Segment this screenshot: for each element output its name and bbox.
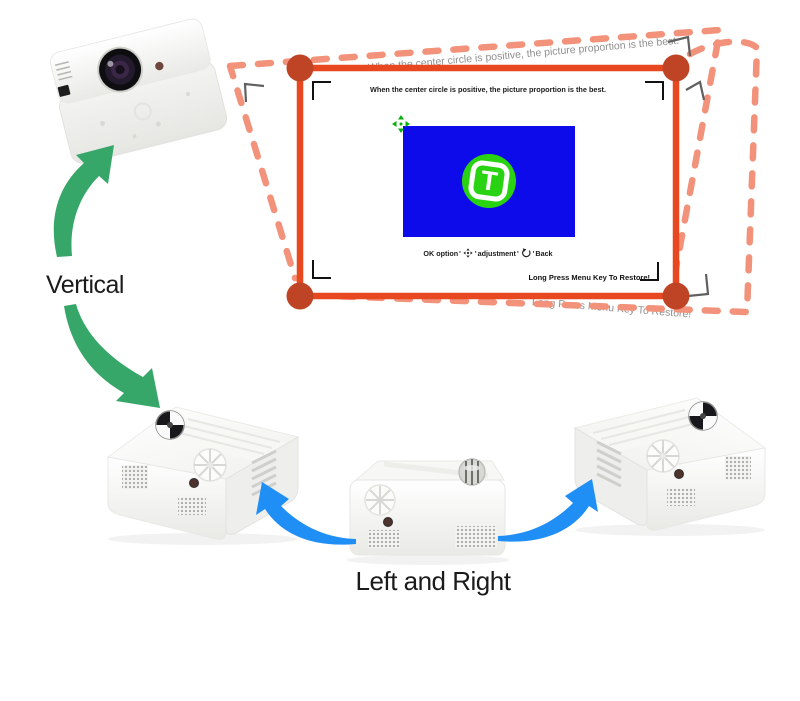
projector-bottom-left	[106, 405, 300, 547]
projector-lens	[97, 46, 144, 93]
ghost-frame-b	[302, 38, 761, 316]
blue-arrow-left	[256, 482, 356, 545]
projector-bottom-right	[573, 396, 767, 538]
ok-line-middle: adjustment	[477, 248, 516, 258]
back-rotate-icon	[521, 248, 531, 258]
keystone-corner-dots	[286, 54, 690, 310]
dpad-adjust-icon	[463, 248, 473, 258]
brand-logo-letter: T	[478, 165, 500, 198]
projector-bottom-center	[346, 458, 510, 565]
move-cross-icon	[392, 115, 410, 133]
ir-sensor-dot	[155, 61, 164, 71]
vertical-label: Vertical	[46, 271, 124, 299]
brand-logo-circle	[462, 154, 516, 208]
quote-mark: '	[459, 248, 461, 258]
quote-mark: '	[532, 248, 535, 258]
ir-sensor-dot	[383, 517, 393, 527]
screen-instruction-line: OK option ' ' adjustment ' ' Back	[300, 248, 676, 258]
screen-mockup	[226, 26, 761, 316]
ok-line-prefix: OK option	[423, 248, 459, 258]
quote-mark: '	[474, 248, 477, 258]
left-and-right-label: Left and Right	[355, 566, 511, 596]
blue-arrow-right	[498, 479, 598, 542]
restore-hint-text: Long Press Menu Key To Restore!	[528, 273, 650, 282]
screen-caption: When the center circle is positive, the …	[370, 85, 606, 94]
ok-line-suffix: Back	[535, 248, 553, 258]
projector-top-left	[49, 18, 228, 164]
screen-corner-brackets	[312, 81, 664, 281]
ghost-corner-brackets	[243, 35, 710, 298]
green-arrow-down	[64, 304, 160, 408]
green-arrow-up	[53, 145, 114, 257]
quote-mark: '	[516, 248, 519, 258]
